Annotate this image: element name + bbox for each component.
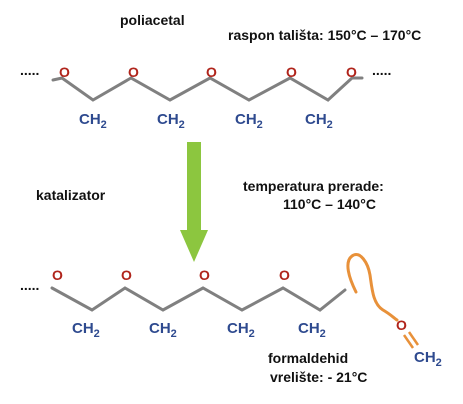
top-bonds [51, 76, 364, 102]
chain-break-squiggle [346, 253, 399, 322]
top-oxygen-4: O [286, 64, 297, 80]
top-ch2-3: CH2 [235, 111, 263, 131]
bottom-ch2-1: CH2 [72, 320, 100, 340]
top-oxygen-5: O [346, 64, 357, 80]
bottom-ellipsis-left: ..... [20, 277, 39, 293]
processing-temp-label: temperatura prerade: [243, 178, 384, 194]
bottom-chain: ..... O O O O CH2 CH2 CH2 CH2 [20, 267, 347, 340]
formaldehyde-oxygen: O [396, 317, 407, 333]
top-chain: ..... ..... O O O O O CH2 CH2 CH2 CH2 [20, 62, 391, 131]
formaldehyde-label: formaldehid [268, 350, 349, 366]
bottom-oxygen-1: O [52, 267, 63, 283]
top-ellipsis-left: ..... [20, 62, 39, 78]
bottom-bonds [50, 286, 347, 312]
formaldehyde-molecule: O CH2 [396, 317, 442, 369]
top-oxygen-2: O [128, 64, 139, 80]
bottom-ch2-3: CH2 [227, 320, 255, 340]
bottom-ch2-4: CH2 [298, 320, 326, 340]
melting-range: raspon tališta: 150°C – 170°C [228, 27, 422, 43]
boiling-point: vrelište: - 21°C [270, 369, 368, 385]
top-ch2-2: CH2 [157, 111, 185, 131]
processing-temp-range: 110°C – 140°C [283, 196, 376, 212]
top-ellipsis-right: ..... [372, 62, 391, 78]
catalyst-label: katalizator [36, 187, 106, 203]
double-bond-2 [407, 331, 420, 346]
top-ch2-4: CH2 [305, 111, 333, 131]
top-oxygen-1: O [59, 64, 70, 80]
bottom-oxygen-4: O [279, 267, 290, 283]
formaldehyde-ch2: CH2 [414, 349, 442, 369]
top-oxygen-3: O [206, 64, 217, 80]
polymer-title: poliacetal [120, 12, 185, 28]
bottom-oxygen-2: O [121, 267, 132, 283]
reaction-arrow [180, 142, 208, 262]
bottom-oxygen-3: O [199, 267, 210, 283]
bottom-ch2-2: CH2 [149, 320, 177, 340]
top-ch2-1: CH2 [79, 111, 107, 131]
double-bond-1 [402, 334, 415, 349]
